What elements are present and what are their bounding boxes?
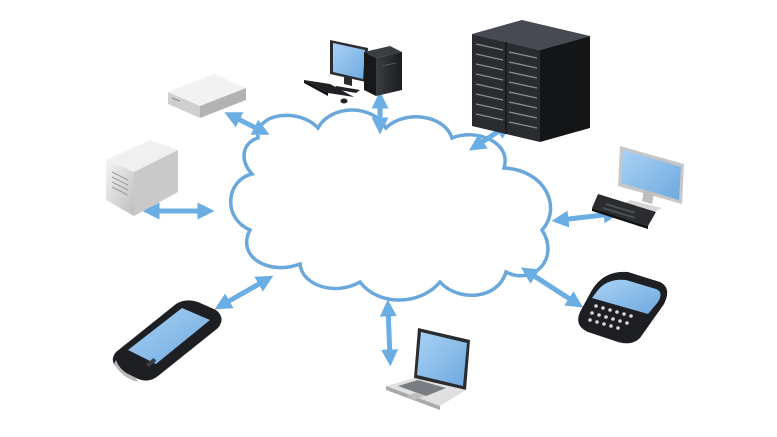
network-appliance <box>168 74 246 118</box>
smartphone-touch <box>112 300 222 382</box>
server-rack <box>472 20 590 142</box>
arrow-laptop <box>379 299 399 367</box>
smartphone-qwerty <box>578 271 668 344</box>
tower-server <box>106 140 178 216</box>
desktop-computer <box>304 40 402 104</box>
laptop <box>386 328 470 410</box>
arrow-qwerty-phone <box>520 267 584 308</box>
cloud-hub <box>229 108 553 302</box>
arrow-monitor <box>551 206 621 228</box>
connectors <box>142 91 621 367</box>
arrow-touch-phone <box>214 275 274 310</box>
monitor-keyboard <box>592 146 684 229</box>
arrow-appliance <box>224 112 270 135</box>
cloud-shape <box>229 108 553 302</box>
